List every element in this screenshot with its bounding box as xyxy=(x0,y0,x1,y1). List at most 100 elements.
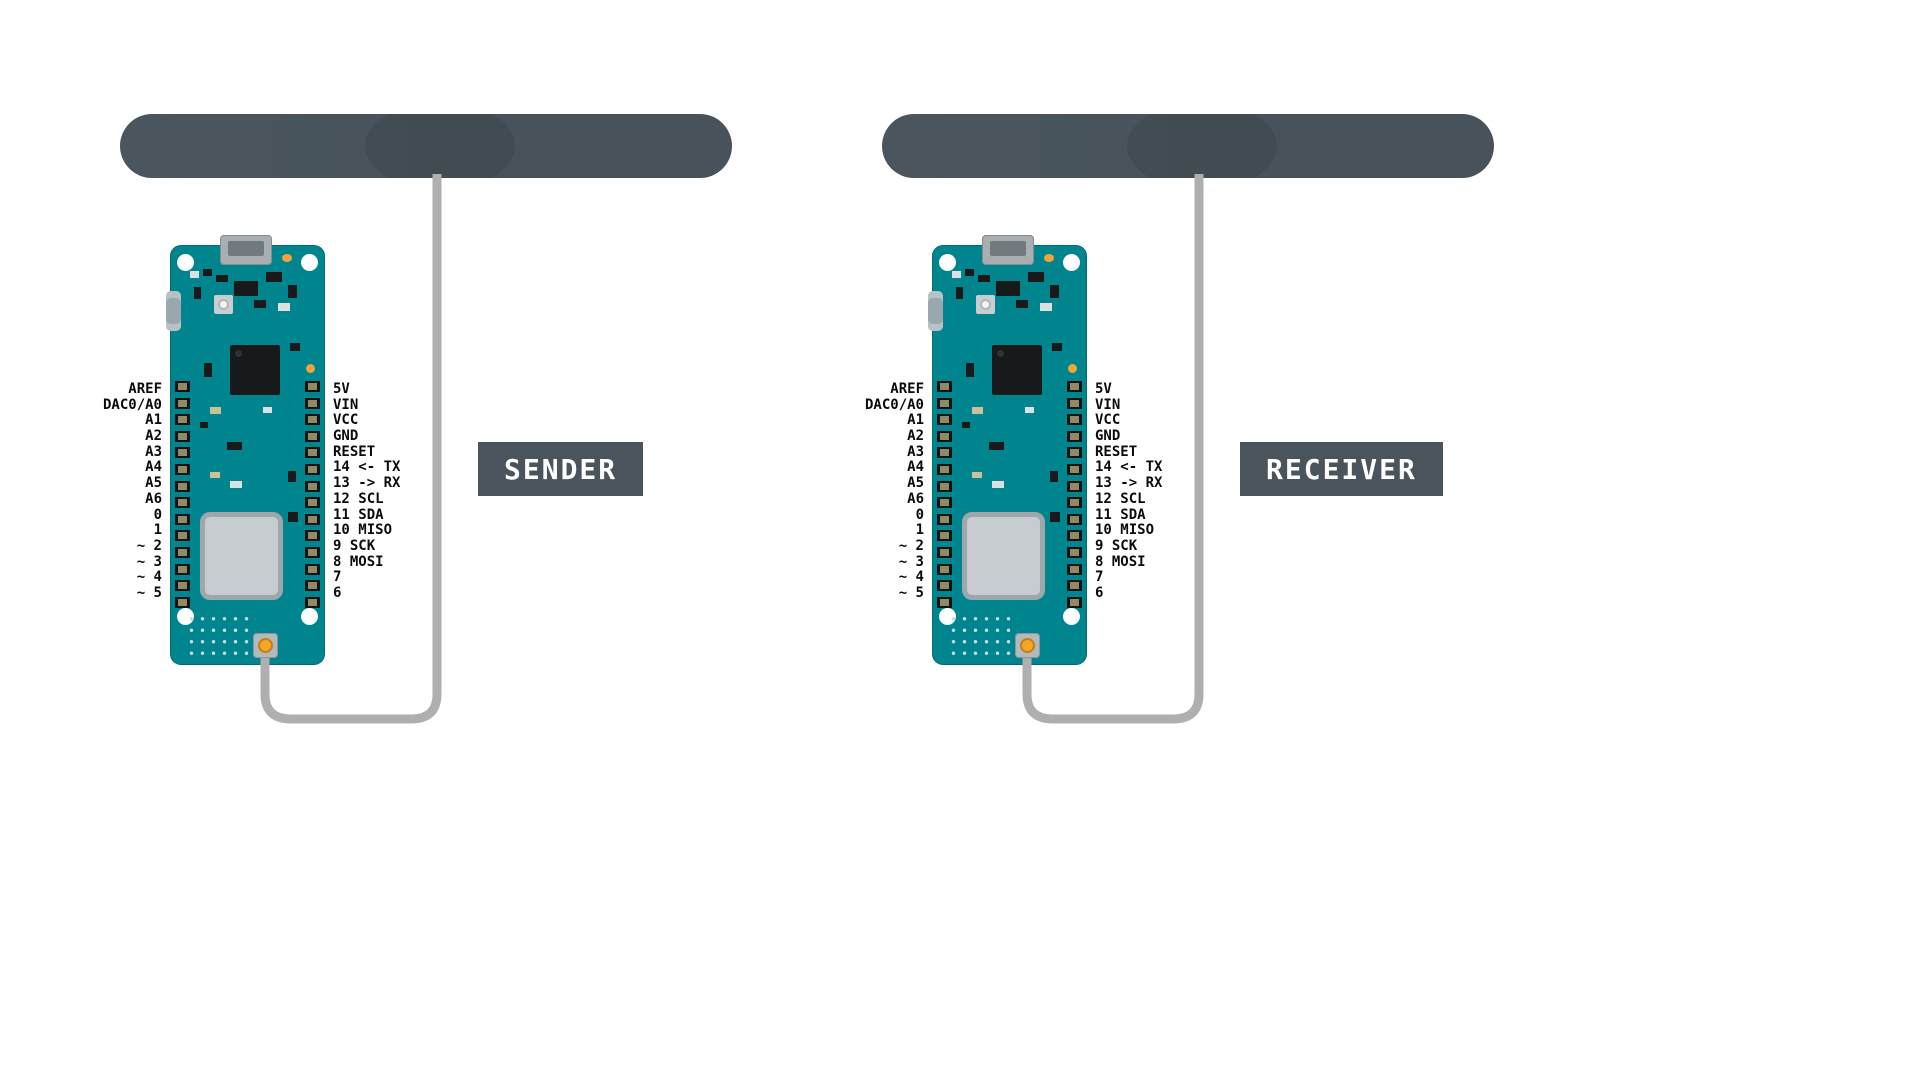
mcu-chip xyxy=(230,345,280,395)
pin-pad xyxy=(175,447,190,459)
ufl-antenna-connector xyxy=(1015,633,1040,658)
component xyxy=(965,269,974,276)
led xyxy=(306,364,315,373)
reset-button xyxy=(976,295,995,314)
pin-pad xyxy=(305,381,320,392)
usb-connector xyxy=(220,235,272,265)
screw-hole xyxy=(177,254,194,271)
pin-pad xyxy=(305,497,320,509)
usb-connector xyxy=(982,235,1034,265)
pin-label: A5 xyxy=(907,475,924,492)
component xyxy=(288,471,296,482)
pin-label: ~ 3 xyxy=(136,553,162,570)
component xyxy=(230,481,242,488)
pin-pad xyxy=(937,580,952,592)
pin-pad xyxy=(937,563,952,575)
pin-pad xyxy=(937,497,952,509)
pin-label: ~ 5 xyxy=(136,584,162,601)
ufl-antenna-connector xyxy=(253,633,278,658)
crypto-chip xyxy=(288,512,298,522)
led xyxy=(1068,364,1077,373)
component xyxy=(966,363,974,377)
pin-pad xyxy=(305,464,320,476)
pin-pad xyxy=(305,430,320,442)
pin-pad xyxy=(1067,513,1082,525)
pin-pad xyxy=(937,414,952,426)
left-pin-header xyxy=(937,381,952,608)
arduino-mkr-board xyxy=(166,235,325,665)
pin-pad xyxy=(1067,381,1082,392)
pin-label: DAC0/A0 xyxy=(102,396,162,413)
pin-pad xyxy=(937,430,952,442)
pin-pad xyxy=(937,596,952,608)
pin-pad xyxy=(1067,563,1082,575)
pin-pad xyxy=(1067,596,1082,608)
pin-label: A5 xyxy=(145,475,162,492)
pin-label: A4 xyxy=(145,459,162,476)
chip xyxy=(996,281,1020,296)
component xyxy=(1052,343,1062,351)
pin-label: A2 xyxy=(145,428,162,445)
pin-pad xyxy=(175,580,190,592)
pin-pad xyxy=(305,596,320,608)
pin-pad xyxy=(175,430,190,442)
pin-label: 11 SDA xyxy=(333,506,384,523)
pin-label: 6 xyxy=(1095,584,1104,601)
pin-pad xyxy=(937,447,952,459)
radio-shield xyxy=(200,512,283,600)
pin-label: DAC0/A0 xyxy=(864,396,924,413)
pin-pad xyxy=(175,381,190,392)
usb-slot xyxy=(990,241,1026,256)
pin-label: 7 xyxy=(333,569,342,586)
pin-pad xyxy=(937,513,952,525)
pin-label: ~ 2 xyxy=(898,537,924,554)
pin-pad xyxy=(937,464,952,476)
crystal-component xyxy=(166,291,181,331)
pin-label: AREF xyxy=(128,381,162,397)
component xyxy=(254,300,266,308)
pin-label: A1 xyxy=(907,412,924,429)
chip xyxy=(1028,272,1044,282)
pin-pad xyxy=(305,513,320,525)
pin-label: ~ 3 xyxy=(898,553,924,570)
reset-button xyxy=(214,295,233,314)
component xyxy=(1050,285,1059,298)
pin-label: 0 xyxy=(915,506,924,523)
pin-pad xyxy=(175,596,190,608)
pin-pad xyxy=(1067,447,1082,459)
screw-hole xyxy=(301,254,318,271)
screw-hole xyxy=(301,608,318,625)
pin-pad xyxy=(1067,497,1082,509)
pin-label: VCC xyxy=(333,412,359,429)
usb-slot xyxy=(228,241,264,256)
mcu-chip xyxy=(992,345,1042,395)
crystal-component xyxy=(928,291,943,331)
component xyxy=(216,275,228,282)
pin-label: ~ 4 xyxy=(136,569,162,586)
pin-pad xyxy=(1067,430,1082,442)
pin-pad xyxy=(1067,464,1082,476)
antenna xyxy=(120,114,732,178)
pin-label: AREF xyxy=(890,381,924,397)
pin-label: A2 xyxy=(907,428,924,445)
component xyxy=(227,442,242,450)
pin-label: A4 xyxy=(907,459,924,476)
pin-label: A1 xyxy=(145,412,162,429)
component xyxy=(978,275,990,282)
pin-label: 10 MISO xyxy=(333,522,393,539)
pin-pad xyxy=(175,547,190,559)
antenna xyxy=(882,114,1494,178)
component xyxy=(290,343,300,351)
pin-label: 5V xyxy=(333,381,350,397)
pin-pad xyxy=(1067,547,1082,559)
right-pin-header xyxy=(1067,381,1082,608)
pin-label: 1 xyxy=(153,522,162,539)
pin-pad xyxy=(1067,397,1082,409)
pin-label: A3 xyxy=(145,443,162,460)
pin-label: 9 SCK xyxy=(333,537,376,554)
pin-pad xyxy=(937,381,952,392)
pin-pad xyxy=(305,397,320,409)
pin-pad xyxy=(1067,414,1082,426)
